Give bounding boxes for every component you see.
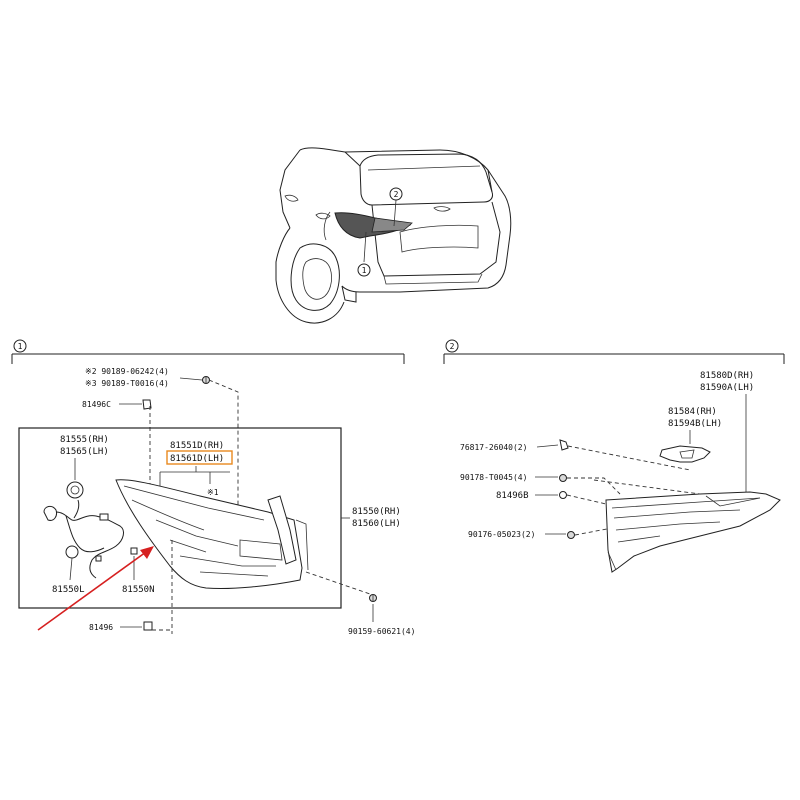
inner-lamp-rh-label: 81580D(RH) [700,371,754,381]
screw-top-icon [202,376,210,384]
inner-lamp-lh-label: 81590A(LH) [700,383,754,393]
clip-bottom-label: 81496 [89,623,113,632]
bulb-label: 81550L [52,585,85,595]
part-d-icon [567,531,575,539]
callout-1-marker [357,263,371,277]
callout-1-number: 1 [362,266,367,275]
clip-top-icon [142,399,152,410]
screw-note-a-label: ※2 90189-06242(4) [85,367,169,376]
section-2-marker-number: 2 [450,342,455,351]
section-1-marker [13,339,27,353]
tail-lamp-icon [115,479,309,590]
lens-lh-label: 81561D(LH) [170,454,224,464]
screw-bottom-icon [369,594,377,602]
lens-rh-label: 81551D(RH) [170,441,224,451]
part-d-label: 90176-05023(2) [468,530,535,539]
inner-lamp-icon [605,491,781,573]
callout-2-marker [389,187,403,201]
screw-note-b-label: ※3 90189-T0016(4) [85,379,169,388]
screw-bottom-label: 90159-60621(4) [348,627,415,636]
lamp-rh-label: 81550(RH) [352,507,401,517]
section-2-marker [445,339,459,353]
part-a-icon [559,439,569,451]
lens-lh-highlight-box [166,450,233,465]
socket-rh-label: 81555(RH) [60,435,109,445]
clip-bottom-icon [143,621,153,631]
section-1-exploded-view: 1 ※2 90189-06242(4) ※3 90189-T0016(4) 81… [11,339,415,636]
section-2-exploded-view: 2 81580D(RH) 81590A(LH) 81584(RH) 81594B… [443,339,785,573]
part-b-label: 90178-T0045(4) [460,473,527,482]
wire-label: 81550N [122,585,155,595]
vehicle-rear-illustration: 2 1 [275,147,512,324]
part-c-icon [559,491,567,499]
part-c-label: 81496B [496,491,529,501]
lamp-lh-label: 81560(LH) [352,519,401,529]
bracket-icon [659,445,711,463]
part-a-label: 76817-26040(2) [460,443,527,452]
socket-wiring-icon [43,481,138,579]
section-1-marker-number: 1 [18,342,23,351]
callout-2-number: 2 [394,190,399,199]
pointer-arrow [37,546,154,631]
socket-lh-label: 81565(LH) [60,447,109,457]
bracket-lh-label: 81594B(LH) [668,419,722,429]
clip-top-label: 81496C [82,400,111,409]
lens-note-label: ※1 [207,488,219,497]
bracket-rh-label: 81584(RH) [668,407,717,417]
part-b-icon [559,474,567,482]
